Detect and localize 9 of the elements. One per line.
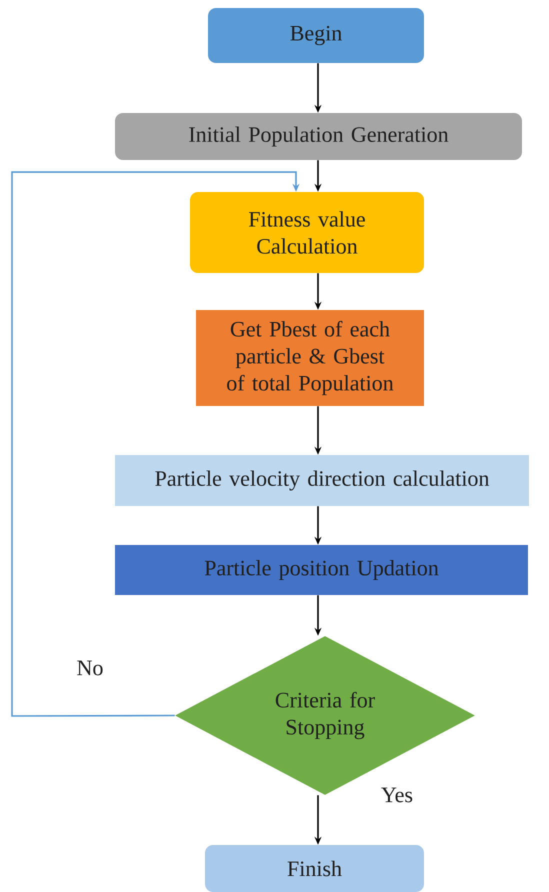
process-box: Begin (208, 8, 424, 64)
process-box: Get Pbest of each particle & Gbest of total Population (196, 310, 424, 406)
process-box: Initial Population Generation (115, 113, 522, 160)
process-box: Particle velocity direction calculation (115, 455, 529, 506)
process-box: Fitness value Calculation (190, 192, 424, 273)
arrow (11, 171, 300, 717)
process-box: Finish (205, 845, 424, 892)
process-box: Particle position Updation (115, 545, 528, 595)
edge-label: No (76, 660, 104, 676)
